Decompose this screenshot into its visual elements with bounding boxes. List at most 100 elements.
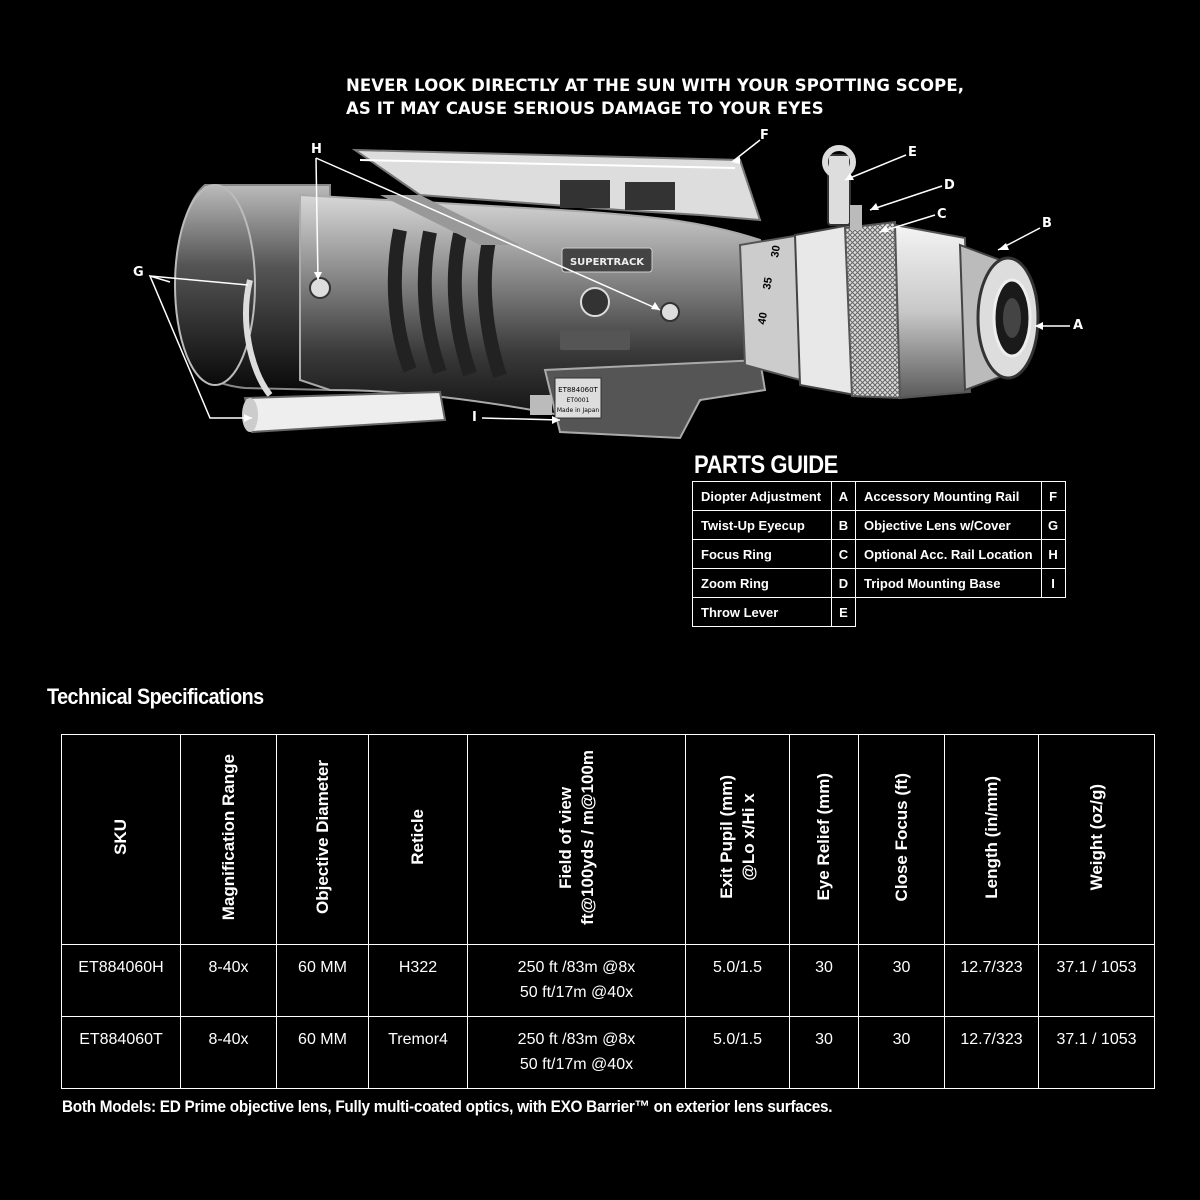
spec-cell-line: 50 ft/17m @40x (519, 984, 634, 1001)
spec-cell-line: 250 ft /83m @8x (517, 1031, 636, 1048)
spec-cell: 250 ft /83m @8x 50 ft/17m @40x (467, 944, 686, 1017)
spec-cell: ET884060H (61, 944, 181, 1017)
spec-cell-line: 5.0/1.5 (713, 959, 762, 976)
spec-cell: 30 (789, 1016, 859, 1089)
spec-header: Exit Pupil (mm)@Lo x/Hi x (685, 734, 790, 945)
part-letter: A (831, 481, 856, 511)
spec-header-line: Close Focus (ft) (891, 772, 911, 902)
spec-header: Reticle (368, 734, 468, 945)
brand-badge: SUPERTRACK (570, 257, 645, 268)
lens-cover (242, 279, 447, 434)
spec-header-line: Objective Diameter (312, 759, 332, 914)
spec-cell: H322 (368, 944, 468, 1017)
spec-header: Length (in/mm) (944, 734, 1039, 945)
part-name: Objective Lens w/Cover (855, 510, 1042, 540)
spec-header-line: Exit Pupil (mm) (716, 775, 736, 899)
part-letter: H (1040, 539, 1066, 569)
spec-header-line: Length (in/mm) (981, 775, 1001, 899)
part-letter: D (831, 568, 856, 598)
callout-h: H (311, 142, 322, 157)
part-name: Zoom Ring (692, 568, 832, 598)
part-letter: E (831, 597, 856, 627)
spec-header-line: Field of view (555, 785, 575, 889)
spec-cell-line: ET884060H (78, 959, 164, 976)
spec-cell: 5.0/1.5 (685, 1016, 790, 1089)
spec-row: ET884060H 8-40x 60 MM H322 250 ft /83m @8x 50… (61, 944, 1155, 1017)
spec-cell-line: 30 (815, 959, 833, 976)
callout-c: C (937, 207, 947, 222)
model-label-line-2: ET0001 (567, 397, 590, 404)
objective-barrel (174, 184, 331, 392)
spec-header-line: Reticle (408, 809, 427, 865)
spec-header: Objective Diameter (276, 734, 369, 945)
spec-header-label: Reticle (407, 809, 429, 865)
callout-i: I (472, 410, 477, 425)
specs-title: Technical Specifications (47, 684, 264, 709)
spec-header-label: Eye Relief (mm) (813, 773, 835, 901)
model-label-line-3: Made in Japan (557, 407, 600, 414)
spec-header-label: Exit Pupil (mm)@Lo x/Hi x (716, 775, 760, 899)
spec-cell: 30 (858, 944, 945, 1017)
spec-header: Magnification Range (180, 734, 277, 945)
spotting-scope-illustration: SUPERTRACK ET884060T ET0001 Made in Japa… (148, 139, 1070, 440)
spec-cell: 60 MM (276, 1016, 369, 1089)
eyepiece-assembly: 30 35 40 (738, 220, 1040, 400)
spec-cell-line: 30 (892, 1031, 911, 1048)
spec-cell: 12.7/323 (944, 1016, 1039, 1089)
spec-header-label: SKU (110, 819, 132, 855)
part-name: Diopter Adjustment (692, 481, 832, 511)
spec-header-line: Magnification Range (218, 753, 238, 921)
spec-cell-line: 60 MM (298, 959, 347, 976)
tripod-base: ET884060T ET0001 Made in Japan (530, 358, 767, 440)
part-letter (1041, 598, 1065, 627)
spec-cell-line: 250 ft /83m @8x (517, 959, 636, 976)
zoom-mark-35: 35 (761, 276, 775, 290)
spec-cell: ET884060T (61, 1016, 181, 1089)
spec-cell-line: ET884060T (79, 1031, 163, 1048)
warning-line-2: AS IT MAY CAUSE SERIOUS DAMAGE TO YOUR E… (346, 99, 824, 118)
model-label-line-1: ET884060T (558, 386, 598, 394)
spec-cell-line: 8-40x (208, 1031, 249, 1048)
callout-d: D (944, 178, 955, 193)
spec-header: Weight (oz/g) (1038, 734, 1155, 945)
callout-f: F (760, 128, 769, 143)
spec-header-line: SKU (111, 819, 130, 855)
part-name: Focus Ring (692, 539, 832, 569)
spec-header-line: Eye Relief (mm) (814, 773, 833, 901)
spec-cell-line: Tremor4 (388, 1031, 448, 1048)
spec-cell: 30 (858, 1016, 945, 1089)
spec-header-label: Length (in/mm) (981, 776, 1003, 899)
spec-cell: 30 (789, 944, 859, 1017)
spec-header-line: Weight (oz/g) (1086, 783, 1106, 891)
spec-cell: 37.1 / 1053 (1038, 1016, 1155, 1089)
spec-cell-line: 50 ft/17m @40x (519, 1056, 634, 1073)
spec-cell: 12.7/323 (944, 944, 1039, 1017)
spec-cell: 8-40x (180, 944, 277, 1017)
part-letter: F (1040, 481, 1066, 511)
spec-cell-line: 30 (815, 1031, 833, 1048)
part-name: Twist-Up Eyecup (692, 510, 832, 540)
part-name (856, 598, 1042, 627)
spec-cell-line: 30 (892, 959, 911, 976)
zoom-mark-40: 40 (756, 311, 770, 325)
spec-cell: 8-40x (180, 1016, 277, 1089)
zoom-mark-30: 30 (769, 244, 783, 258)
spec-cell: Tremor4 (368, 1016, 468, 1089)
spec-header-label: Magnification Range (218, 754, 240, 920)
part-name: Throw Lever (692, 597, 832, 627)
part-letter: I (1040, 568, 1066, 598)
spec-row: ET884060T 8-40x 60 MM Tremor4 250 ft /83m @8… (61, 1016, 1155, 1089)
safety-warning: NEVER LOOK DIRECTLY AT THE SUN WITH YOUR… (346, 74, 1046, 120)
spec-cell-line: 60 MM (298, 1031, 347, 1048)
throw-lever (822, 145, 862, 230)
spec-cell-line: 37.1 / 1053 (1056, 1031, 1137, 1048)
part-name: Accessory Mounting Rail (855, 481, 1042, 511)
parts-guide-title: PARTS GUIDE (694, 451, 838, 479)
